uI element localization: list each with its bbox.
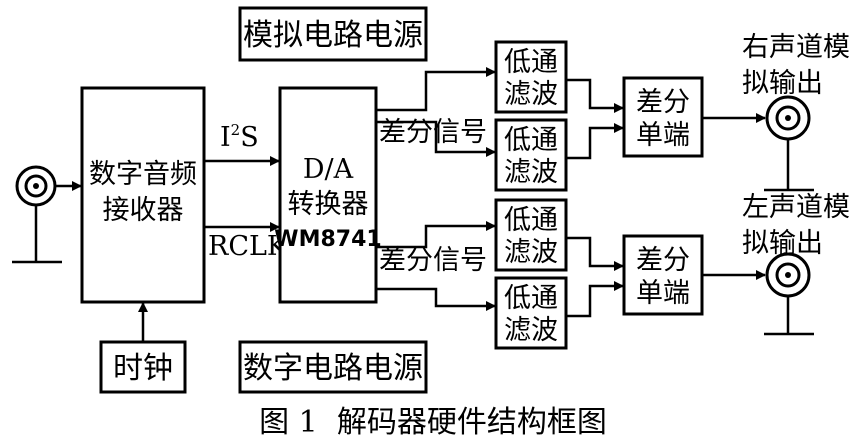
diff-to-single-ended-right: 差分 单端 — [622, 76, 704, 158]
svg-text:低通: 低通 — [504, 47, 558, 78]
dac-label-line2: 转换器 — [288, 189, 369, 220]
analog-power-block: 模拟电路电源 — [238, 6, 428, 62]
svg-text:滤波: 滤波 — [504, 315, 558, 346]
digital-power-block: 数字电路电源 — [238, 340, 428, 394]
svg-text:滤波: 滤波 — [504, 237, 558, 268]
filter3-to-converter — [566, 236, 624, 271]
svg-text:单端: 单端 — [636, 120, 690, 151]
right-output-label-line1: 右声道模 — [742, 32, 850, 63]
lowpass-filter-3: 低通 滤波 — [494, 198, 568, 272]
lowpass-filter-1: 低通 滤波 — [494, 40, 568, 114]
analog-power-label: 模拟电路电源 — [243, 18, 423, 53]
digital-power-label: 数字电路电源 — [243, 351, 423, 386]
left-output-connector-icon — [764, 252, 814, 336]
receiver-label-line1: 数字音频 — [89, 159, 197, 190]
filter4-to-converter — [566, 281, 624, 318]
bottom-diff-wire-2 — [376, 287, 496, 311]
rclk-label: RCLK — [208, 231, 288, 262]
figure-caption: 图 1 解码器硬件结构框图 — [259, 405, 607, 440]
i2s-label: I2S — [220, 121, 259, 153]
bottom-diff-wire-1 — [376, 221, 496, 249]
receiver-label-line2: 接收器 — [103, 195, 184, 226]
dac-block: D/A 转换器 WM8741 — [274, 86, 382, 304]
filter2-to-converter — [566, 123, 624, 160]
receiver-block: 数字音频 接收器 — [80, 86, 206, 304]
filter1-to-converter — [566, 78, 624, 113]
svg-text:滤波: 滤波 — [504, 157, 558, 188]
top-diff-wire-1 — [376, 67, 496, 112]
diff-signal-top-label: 差分信号 — [379, 117, 487, 148]
svg-text:滤波: 滤波 — [504, 79, 558, 110]
dac-label-line1: D/A — [303, 154, 354, 185]
clock-label: 时钟 — [113, 351, 173, 386]
lowpass-filter-4: 低通 滤波 — [494, 276, 568, 350]
svg-text:低通: 低通 — [504, 125, 558, 156]
left-output-label-line2: 拟输出 — [742, 228, 823, 259]
input-connector-icon — [12, 165, 62, 264]
diff-signal-bottom-label: 差分信号 — [379, 245, 487, 276]
svg-text:低通: 低通 — [504, 205, 558, 236]
lowpass-filter-2: 低通 滤波 — [494, 118, 568, 192]
clock-block: 时钟 — [99, 340, 187, 394]
dac-label-line3: WM8741 — [274, 227, 381, 252]
diff-to-single-ended-left: 差分 单端 — [622, 234, 704, 316]
svg-text:差分: 差分 — [636, 87, 690, 118]
right-output-label-line2: 拟输出 — [742, 68, 823, 99]
svg-text:差分: 差分 — [636, 245, 690, 276]
svg-text:低通: 低通 — [504, 283, 558, 314]
top-diff-wire-2 — [376, 120, 496, 157]
right-output-connector-icon — [764, 95, 814, 192]
left-output-label-line1: 左声道模 — [742, 192, 850, 223]
svg-text:单端: 单端 — [636, 278, 690, 309]
